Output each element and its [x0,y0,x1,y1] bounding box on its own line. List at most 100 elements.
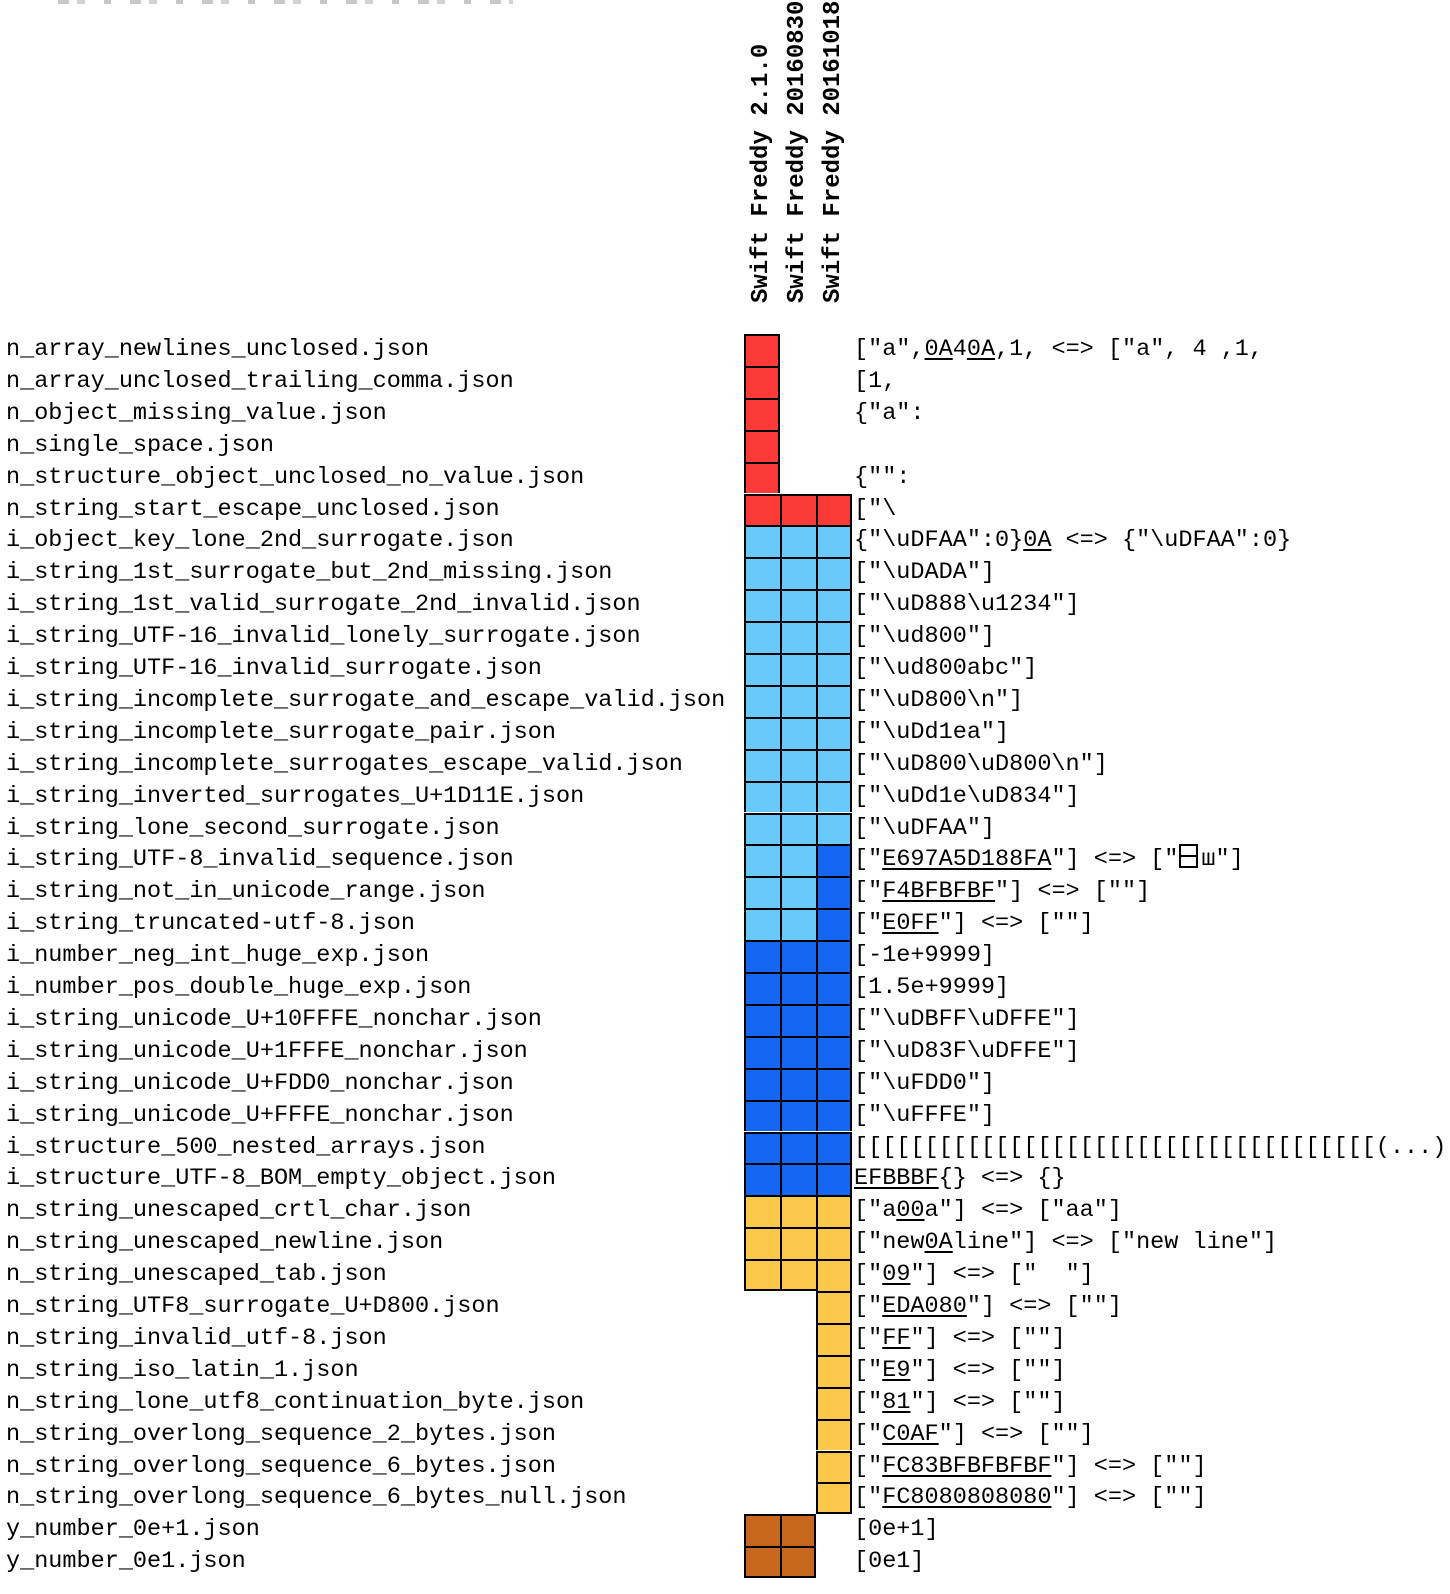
result-token: ["\ud800abc"] [854,655,1038,682]
grid-cell [816,876,852,909]
result-token: {"\uDFAA":0} [854,527,1024,555]
raw-bytes-token: FC83BFBFBFBF [882,1452,1052,1480]
grid-cell [744,716,780,749]
raw-bytes-token: FC8080808080 [882,1484,1052,1512]
row-label-filename: n_array_newlines_unclosed.json [6,336,430,363]
row-label-filename: i_string_incomplete_surrogate_and_escape… [6,686,726,714]
grid-cell [744,684,780,717]
grid-cell [744,844,780,877]
row-label-filename: n_single_space.json [6,431,274,459]
result-annotation: [-1e+9999] [854,940,995,972]
row-label-filename: n_string_unescaped_tab.json [6,1261,387,1289]
raw-bytes-token: 00 [896,1197,925,1225]
row-label-filename: i_string_unicode_U+1FFFE_nonchar.json [6,1037,528,1065]
grid-cell [744,429,780,462]
result-token: {} <=> {} [938,1165,1066,1193]
raw-bytes-token: E9 [882,1356,911,1384]
result-annotation: ["\uD83F\uDFFE"] [854,1036,1080,1068]
grid-cell [816,525,852,558]
result-token: "] <=> [""] [910,1388,1066,1416]
grid-cell [816,1386,852,1419]
grid-cell [780,493,816,526]
grid-cell [816,1067,852,1100]
result-token: ["\uFDD0"] [854,1069,996,1097]
raw-bytes-token: 0A [924,336,953,363]
result-token: ["\uDd1ea"] [854,718,1010,746]
result-annotation: ["a00a"] <=> ["aa"] [854,1195,1122,1227]
row-label-filename: n_string_unescaped_newline.json [6,1229,444,1257]
grid-cell [780,1195,816,1228]
grid-cell [816,1163,852,1196]
result-annotation: ["81"] <=> [""] [854,1387,1066,1419]
result-token: "] <=> [""] [910,1324,1066,1352]
raw-bytes-token: F4BFBFBF [882,878,996,906]
row-label-filename: i_string_1st_valid_surrogate_2nd_invalid… [6,591,641,619]
result-token: {"": [854,463,911,491]
result-annotation: ["new0Aline"] <=> ["new line"] [854,1227,1277,1259]
grid-cell [816,1354,852,1387]
grid-cell [744,876,780,909]
row-label-filename: n_array_unclosed_trailing_comma.json [6,367,514,395]
result-token: ["\uDBFF\uDFFE"] [854,1005,1080,1033]
column-header-label: Swift Freddy 20160830 [784,0,811,303]
grid-cell [816,780,852,813]
result-annotation: {"\uDFAA":0}0A <=> {"\uDFAA":0} [854,525,1291,557]
row-label-filename: i_string_not_in_unicode_range.json [6,878,486,906]
grid-cell [780,1227,816,1260]
grid-cell [780,1035,816,1068]
grid-cell [816,1099,852,1132]
result-annotation: ["\uDBFF\uDFFE"] [854,1004,1080,1036]
row-label-filename: n_string_iso_latin_1.json [6,1356,359,1384]
row-label-filename: i_string_incomplete_surrogate_pair.json [6,718,556,746]
grid-cell [816,1035,852,1068]
row-label-filename: i_string_unicode_U+10FFFE_nonchar.json [6,1005,542,1033]
grid-cell [780,557,816,590]
grid-cell [816,716,852,749]
grid-cell [744,334,780,366]
result-token: ["a", [854,336,925,363]
column-header-label: Swift Freddy 20161018 [820,0,847,303]
grid-cell [816,684,852,717]
grid-cell [780,589,816,622]
raw-bytes-token: 09 [882,1261,911,1289]
grid-cell [780,1003,816,1036]
result-token: "] <=> [""] [966,1293,1122,1320]
result-token: [-1e+9999] [854,942,996,970]
clipped-top-text-fragments [58,0,513,4]
grid-cell [816,1450,852,1483]
grid-cell [780,748,816,781]
result-annotation: ["E697A5D188FA"] <=> ["ш"] [854,844,1244,876]
result-token: [" [854,878,883,906]
grid-cell [780,716,816,749]
result-token: a"] <=> ["aa"] [924,1197,1122,1225]
row-label-filename: n_string_lone_utf8_continuation_byte.jso… [6,1388,585,1416]
raw-bytes-token: 0A [1023,527,1052,555]
grid-cell [816,1482,852,1515]
grid-cell [816,748,852,781]
result-annotation: [0e+1] [854,1514,939,1546]
result-annotation: ["FF"] <=> [""] [854,1323,1066,1355]
grid-cell [744,365,780,398]
grid-cell [744,940,780,972]
row-label-filename: n_string_overlong_sequence_6_bytes.json [6,1452,556,1480]
grid-cell [780,1163,816,1196]
result-annotation: ["FC83BFBFBFBF"] <=> [""] [854,1451,1207,1483]
grid-cell [744,397,780,430]
grid-cell [780,653,816,685]
row-label-filename: i_string_1st_surrogate_but_2nd_missing.j… [6,559,613,587]
row-label-filename: i_object_key_lone_2nd_surrogate.json [6,527,514,555]
result-annotation: ["\uFFFE"] [854,1100,995,1132]
grid-cell [744,1546,780,1579]
result-token: [" [854,1261,883,1289]
result-token: "] <=> [" [1051,846,1179,874]
result-token: ["\uD83F\uDFFE"] [854,1037,1080,1065]
result-token: ш"] [1201,846,1244,874]
result-annotation: ["\uDFAA"] [854,813,995,845]
raw-bytes-token: EDA080 [882,1293,967,1320]
result-token: [" [854,1420,883,1448]
grid-cell [780,621,816,653]
grid-cell [816,621,852,653]
grid-cell [744,493,780,526]
result-annotation: ["\uDd1ea"] [854,717,1009,749]
grid-cell [816,1227,852,1260]
